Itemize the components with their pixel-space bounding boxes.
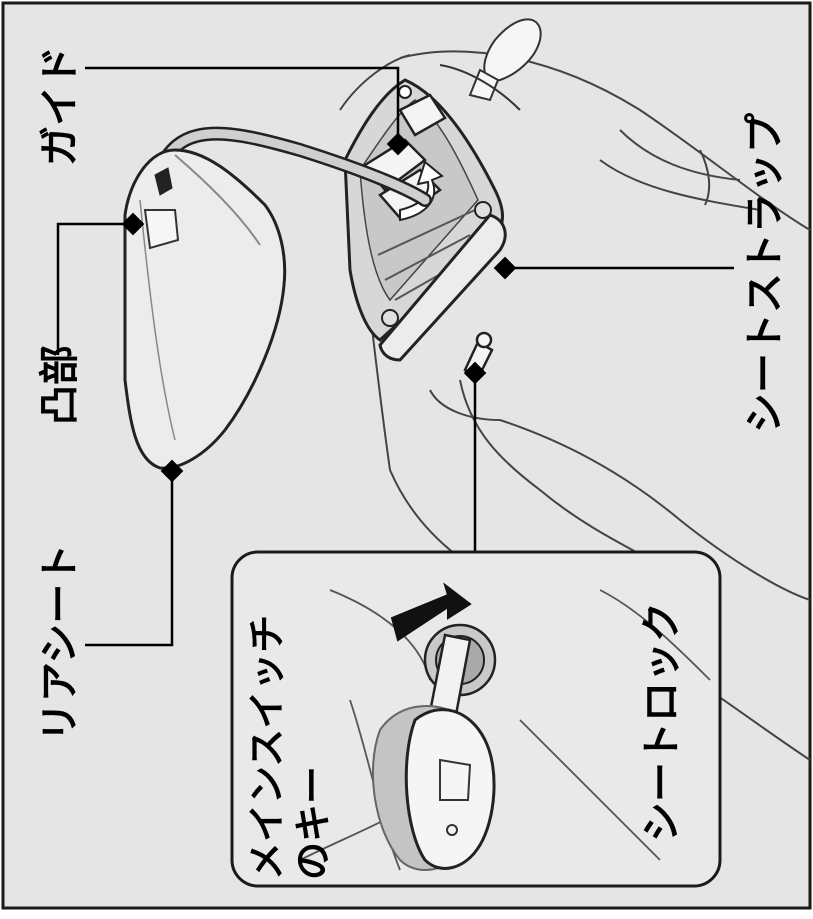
inset-box bbox=[230, 550, 722, 888]
mirror-shape bbox=[439, 18, 542, 111]
main-switch-key-label-line1: メインスイッチ bbox=[245, 614, 289, 880]
protrusion-label: 凸部 bbox=[37, 345, 83, 425]
upward-arrow-icon bbox=[399, 160, 444, 222]
main-switch-key-label: メインスイッチ のキー bbox=[244, 615, 336, 880]
main-switch-key-label-line2: のキー bbox=[291, 765, 335, 880]
rear-seat-shape bbox=[123, 148, 287, 470]
guide-label: ガイド bbox=[37, 46, 83, 166]
seat-strap-label: シートストラップ bbox=[742, 113, 788, 433]
seat-lock-label: シートロック bbox=[639, 602, 685, 842]
scooter-body bbox=[339, 50, 811, 761]
rear-seat-label: リアシート bbox=[37, 543, 83, 742]
rotate-arrow-icon bbox=[390, 582, 472, 642]
strap bbox=[153, 126, 432, 207]
